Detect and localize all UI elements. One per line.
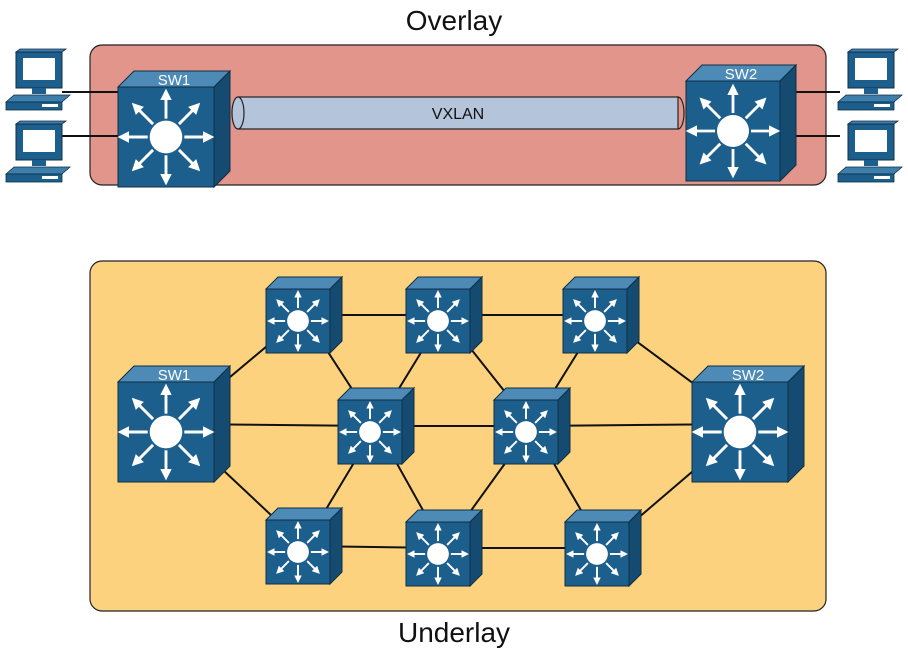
underlay-switch-b1 — [264, 506, 344, 586]
vxlan-tunnel-label: VXLAN — [432, 106, 484, 123]
pc-left-top-icon — [4, 48, 72, 111]
underlay-switch-t3 — [561, 275, 641, 355]
overlay-title: Overlay — [406, 5, 502, 36]
pc-left-bottom-icon — [4, 120, 72, 183]
overlay-section: Overlay VXLAN SW1 SW2 — [4, 5, 904, 189]
underlay-switch-m2 — [492, 386, 572, 466]
underlay-switch-m1 — [336, 386, 416, 466]
pc-right-bottom-icon — [836, 120, 904, 183]
overlay-switch-sw2: SW2 — [684, 63, 798, 183]
pc-right-top-icon — [836, 48, 904, 111]
underlay-switch-sw2: SW2 — [690, 364, 806, 484]
underlay-switch-sw2-label: SW2 — [732, 367, 765, 384]
overlay-switch-sw1-label: SW1 — [158, 72, 191, 89]
underlay-switch-b3 — [563, 508, 643, 588]
underlay-switch-t2 — [404, 275, 484, 355]
overlay-switch-sw2-label: SW2 — [725, 66, 758, 83]
overlay-switch-sw1: SW1 — [116, 69, 232, 189]
vxlan-tunnel: VXLAN — [231, 96, 685, 130]
underlay-switch-sw1: SW1 — [116, 364, 232, 484]
overlay-pc-links — [62, 91, 840, 137]
underlay-switch-t1 — [264, 275, 344, 355]
underlay-switch-sw1-label: SW1 — [158, 367, 191, 384]
underlay-switch-b2 — [404, 508, 484, 588]
underlay-section: SW1 SW2 Underlay — [89, 260, 827, 648]
underlay-title: Underlay — [398, 617, 510, 648]
